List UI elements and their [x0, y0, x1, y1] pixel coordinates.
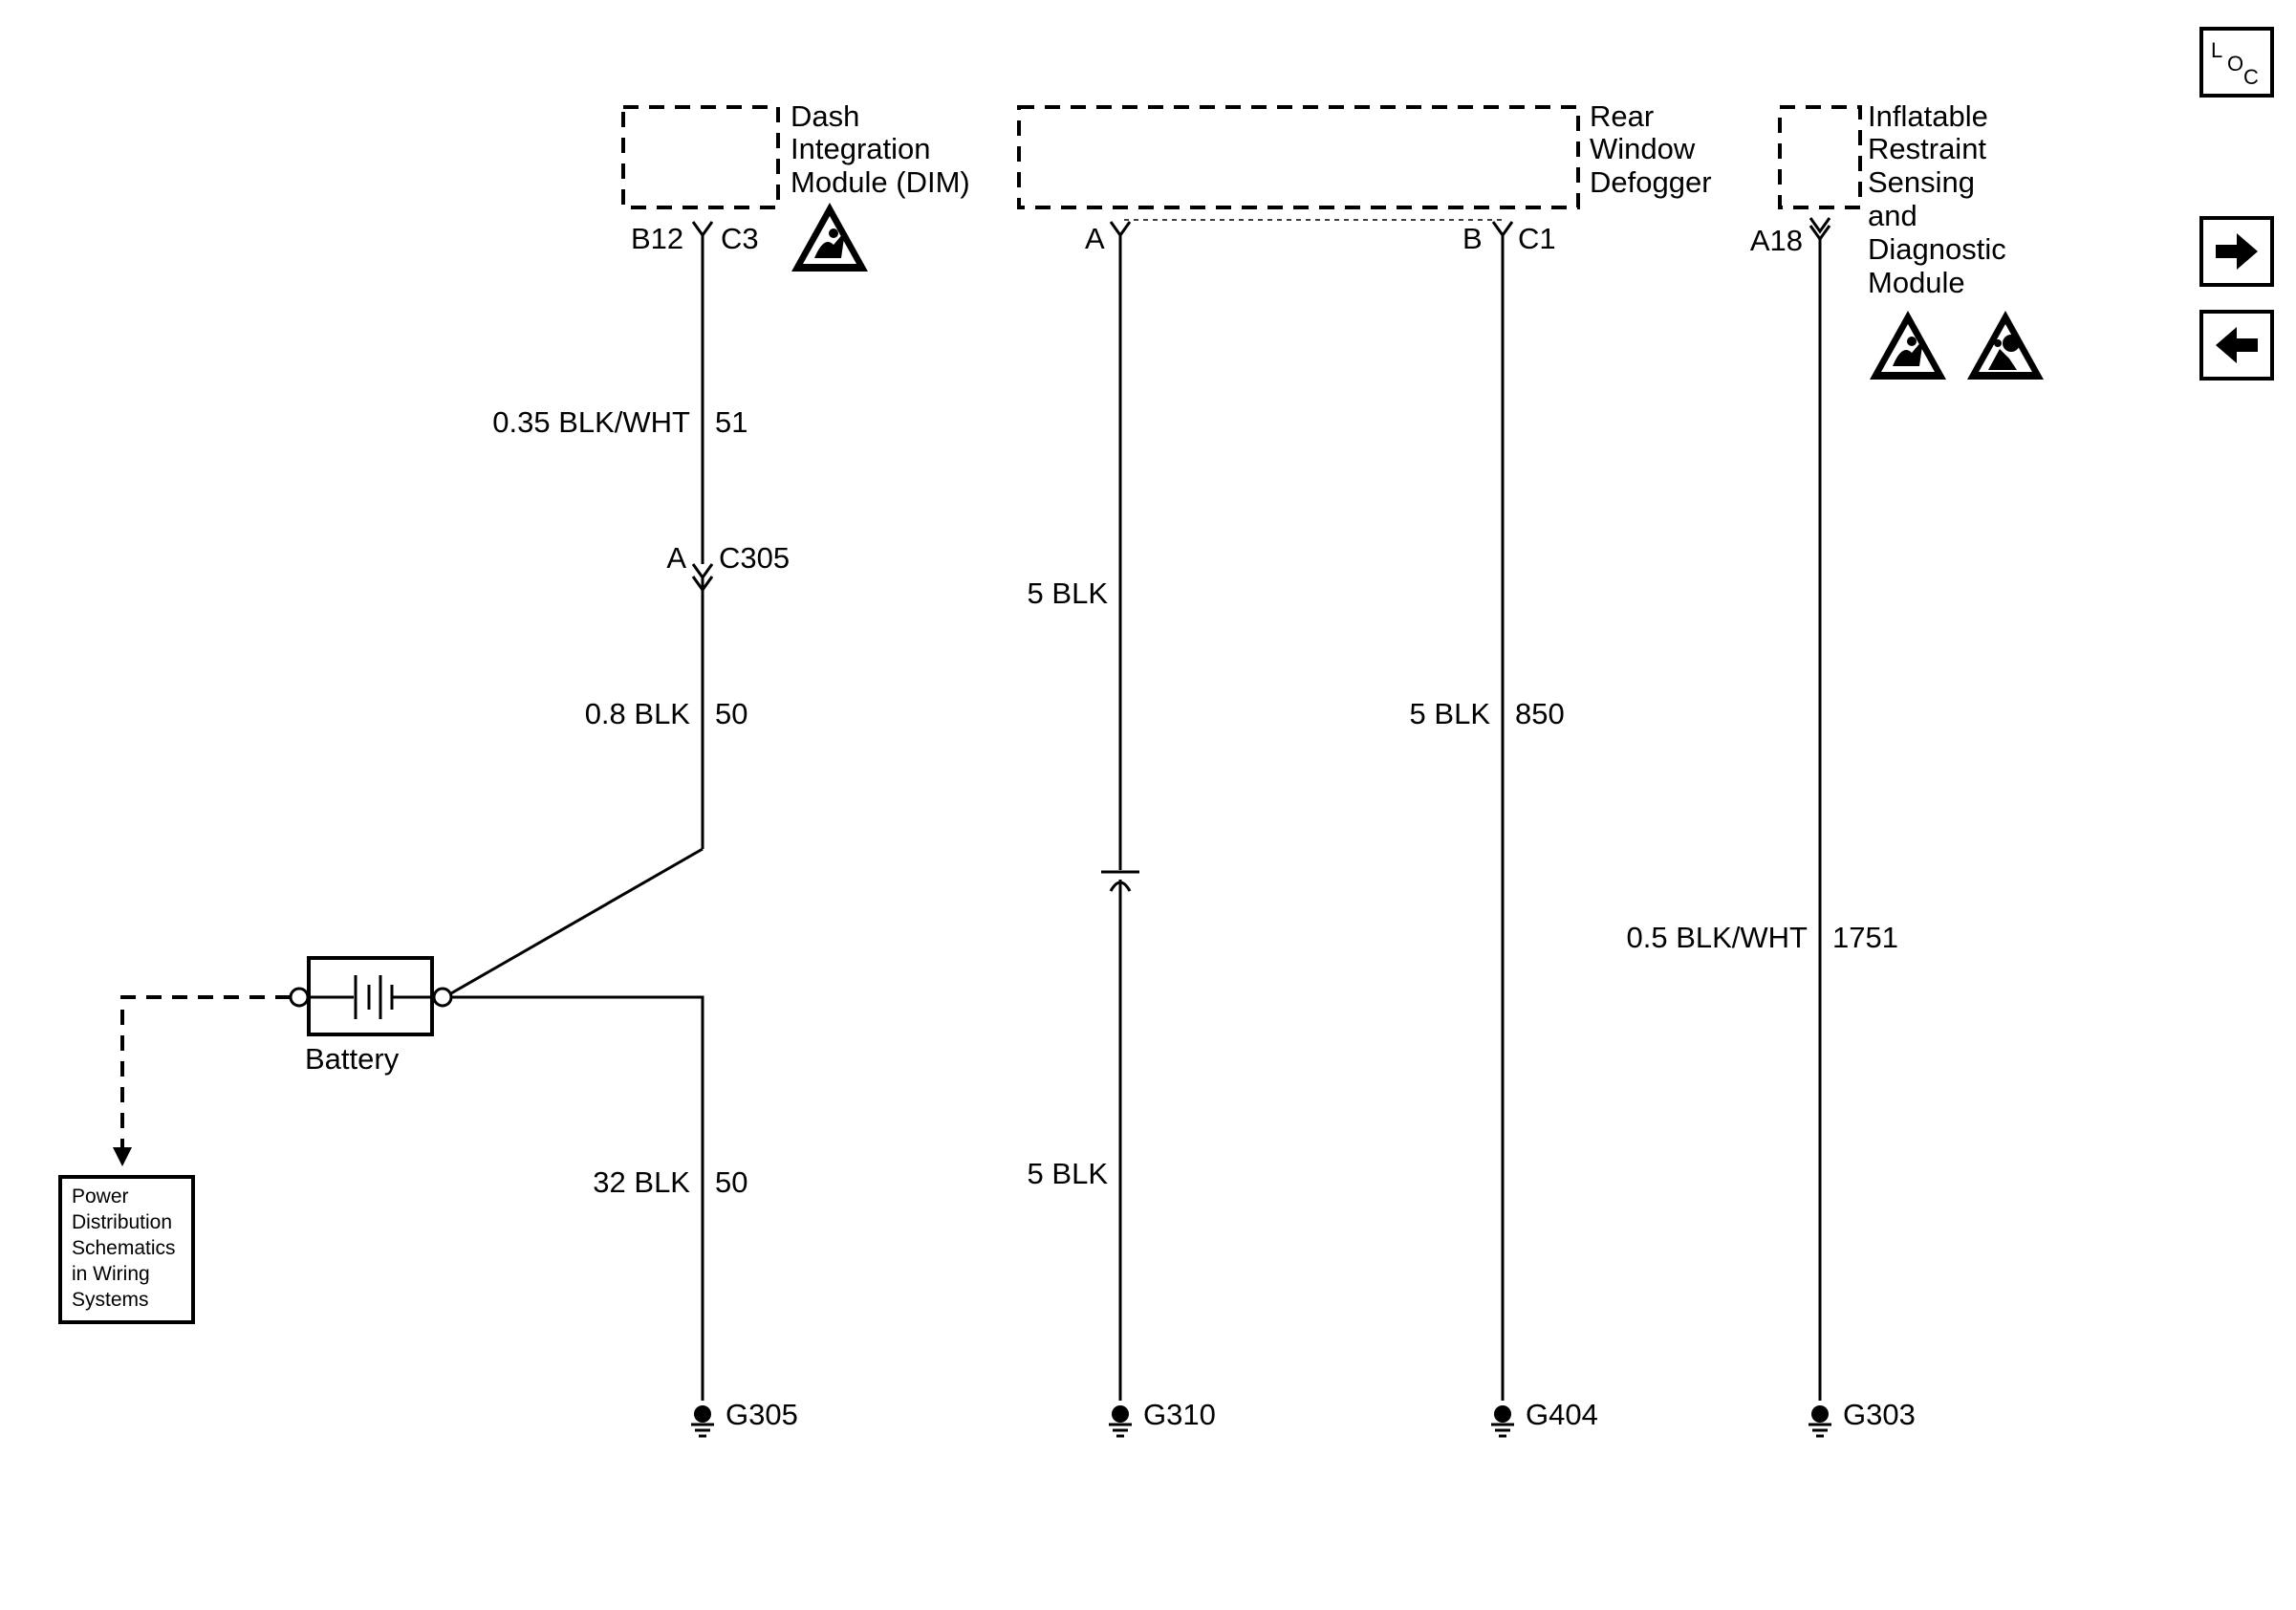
power-distribution-reference[interactable]: Power Distribution Schematics in Wiring … [58, 1175, 195, 1324]
sdm-module-outline [1778, 105, 1862, 209]
arrow-down-icon [113, 1147, 132, 1166]
next-page-button[interactable] [2199, 216, 2274, 287]
defogger-name-line-1: Rear [1590, 99, 1654, 133]
ground-g404: G404 [1491, 1398, 1598, 1438]
ground-g305: G305 [691, 1398, 798, 1438]
right-arrow-icon [2216, 233, 2258, 270]
sdm-name-line-5: Diagnostic [1868, 232, 2006, 266]
sdm-name-line-1: Inflatable [1868, 99, 1988, 133]
dim-name-line-2: Integration [791, 132, 931, 165]
c305-pin-label: A [666, 541, 686, 575]
sdm-terminal-symbol [1809, 217, 1831, 234]
wire-dim-lower-circuit: 50 [715, 697, 747, 730]
wire-sdm-circuit: 1751 [1832, 921, 1898, 954]
wire-dim-to-battery [444, 847, 704, 999]
esd-warning-icon [1870, 311, 1946, 380]
inline-connector-c305: A C305 [666, 541, 790, 593]
reference-line-2: Distribution [72, 1211, 172, 1233]
battery: Battery [289, 956, 453, 1076]
sdm-name-line-6: Module [1868, 266, 1965, 299]
reference-line-3: Schematics [72, 1237, 176, 1259]
wire-battery-ground-circuit: 50 [715, 1165, 747, 1199]
sdm-pin-label: A18 [1750, 224, 1803, 257]
wire-sdm-gauge: 0.5 BLK/WHT [1627, 921, 1809, 954]
reference-line-4: in Wiring [72, 1263, 150, 1285]
wire-defogger-a-upper-gauge: 5 BLK [1028, 577, 1109, 610]
locator-letter-l: L [2211, 38, 2222, 62]
defogger-module-outline [1017, 105, 1580, 209]
wire-battery-ground-gauge: 32 BLK [593, 1165, 690, 1199]
reference-line-5: Systems [72, 1289, 149, 1311]
defogger-name-line-3: Defogger [1590, 165, 1712, 199]
airbag-warning-icon [1967, 311, 2044, 380]
wire-defogger-a-lower-gauge: 5 BLK [1028, 1157, 1109, 1190]
dim-pin-label: B12 [631, 222, 683, 255]
sdm-name-line-2: Restraint [1868, 132, 1986, 165]
reference-line-1: Power [72, 1186, 129, 1208]
esd-warning-icon [791, 203, 868, 272]
locator-letter-o: O [2227, 52, 2243, 76]
ground-g310: G310 [1109, 1398, 1216, 1438]
dim-terminal-symbol [691, 221, 714, 238]
battery-label: Battery [305, 1042, 400, 1076]
previous-page-button[interactable] [2199, 310, 2274, 381]
battery-negative-terminal [289, 987, 310, 1008]
locator-letter-c: C [2243, 65, 2259, 89]
dim-name-line-1: Dash [791, 99, 859, 133]
dim-module: Dash Integration Module (DIM) B12 C3 [621, 99, 970, 272]
defogger-name-line-2: Window [1590, 132, 1696, 165]
sdm-name-line-4: and [1868, 199, 1917, 232]
component-locator-button[interactable]: L O C [2199, 27, 2274, 98]
ground-g303: G303 [1809, 1398, 1916, 1438]
wire-dim-upper-circuit: 51 [715, 405, 747, 439]
wire-dim-lower-gauge: 0.8 BLK [585, 697, 691, 730]
wire-battery-ground [451, 995, 704, 1401]
defogger-terminal-a-symbol [1109, 221, 1132, 238]
c305-name-label: C305 [719, 541, 790, 575]
sdm-module: Inflatable Restraint Sensing and Diagnos… [1750, 99, 2044, 380]
reference-dashed-line [120, 995, 291, 1147]
dim-connector-label: C3 [721, 222, 759, 255]
defogger-terminal-b-symbol [1491, 221, 1514, 238]
dim-module-outline [621, 105, 780, 209]
dim-name-line-3: Module (DIM) [791, 165, 970, 199]
defogger-module: Rear Window Defogger A B C1 [1017, 99, 1712, 255]
ground-g404-label: G404 [1526, 1398, 1598, 1431]
wire-defogger-b-gauge: 5 BLK [1410, 697, 1491, 730]
battery-positive-terminal [432, 987, 453, 1008]
defogger-pin-a-label: A [1085, 222, 1105, 255]
ground-g310-label: G310 [1143, 1398, 1216, 1431]
left-arrow-icon [2216, 327, 2258, 363]
wire-defogger-b-circuit: 850 [1515, 697, 1565, 730]
ground-g305-label: G305 [726, 1398, 798, 1431]
defogger-pin-b-label: B [1462, 222, 1483, 255]
defogger-connector-label: C1 [1518, 222, 1556, 255]
sdm-name-line-3: Sensing [1868, 165, 1975, 199]
wire-dim-upper-gauge: 0.35 BLK/WHT [492, 405, 690, 439]
ground-g303-label: G303 [1843, 1398, 1916, 1431]
